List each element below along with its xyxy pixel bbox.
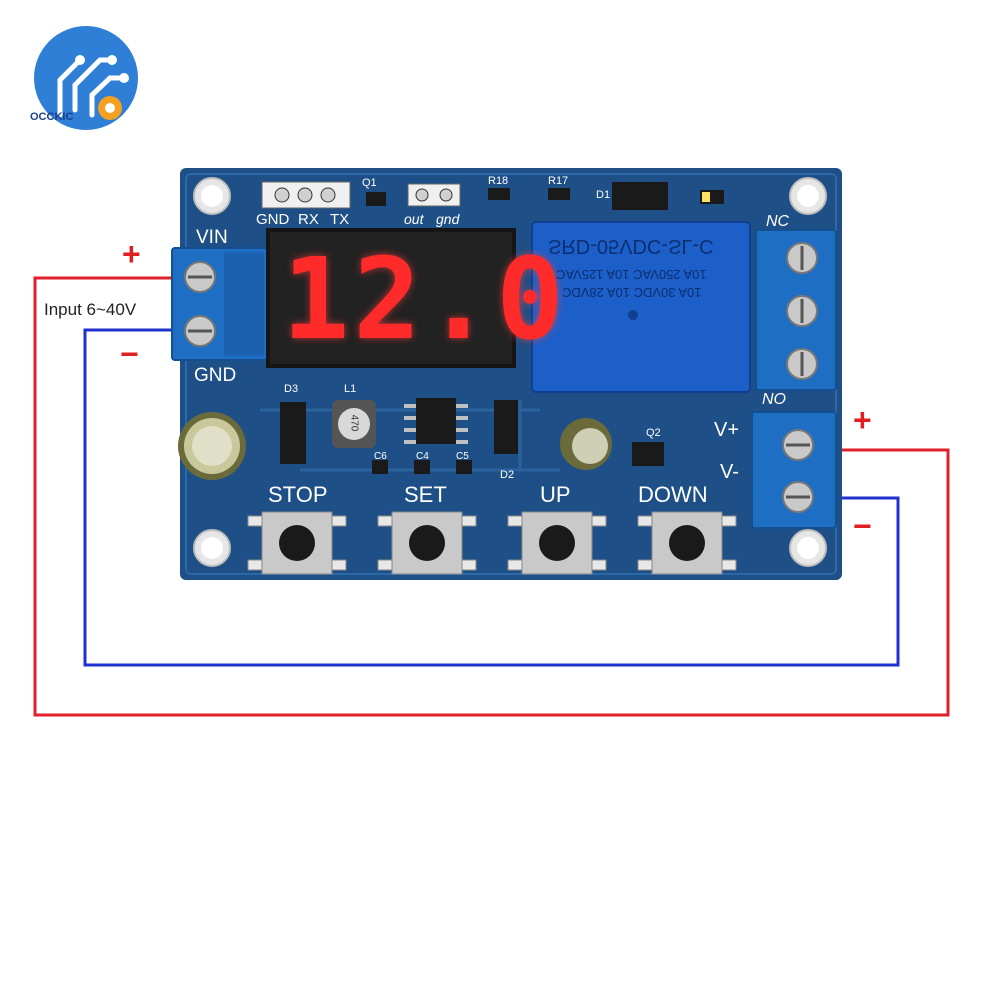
v-plus-label: V+ — [714, 419, 740, 441]
c5-label: C5 — [456, 451, 469, 462]
output-minus-sign: − — [853, 508, 872, 544]
down-button-label: DOWN — [638, 482, 708, 507]
d1-label: D1 — [596, 189, 611, 201]
relay-model: SRD-05VDC-SL-C — [548, 235, 714, 257]
positive-wire — [33, 276, 950, 717]
negative-wire — [83, 328, 900, 667]
q2-label: Q2 — [646, 427, 661, 439]
output-terminal-block — [751, 411, 837, 529]
q1-label: Q1 — [362, 177, 377, 189]
out-pin-label: out — [404, 211, 424, 227]
electrolytic-capacitor — [178, 412, 246, 480]
relay-rating-2: 10A 30VDC 10A 28VDC — [562, 285, 702, 300]
c6-label: C6 — [374, 451, 387, 462]
r18-label: R18 — [488, 175, 509, 187]
relay-terminal-block — [755, 229, 837, 391]
set-button-label: SET — [404, 482, 447, 507]
d2-label: D2 — [500, 469, 515, 481]
header-pins — [261, 181, 461, 209]
header-pin-gnd: GND — [256, 211, 290, 228]
header-pin-rx: RX — [298, 211, 319, 228]
occkic-logo — [34, 26, 138, 130]
relay-body — [531, 221, 751, 393]
out-gnd-pin-label: gnd — [436, 211, 460, 227]
nc-label: NC — [766, 213, 790, 230]
v-minus-label: V- — [720, 461, 739, 483]
relay-rating-1: 10A 250VAC 10A 125VAC — [556, 267, 707, 282]
display-value: 12.0 — [282, 235, 568, 365]
no-label: NO — [762, 391, 786, 408]
c4-label: C4 — [416, 451, 429, 462]
buzzer — [560, 418, 612, 470]
stop-button-label: STOP — [268, 482, 328, 507]
vin-label: VIN — [196, 227, 228, 248]
input-voltage-label: Input 6~40V — [42, 300, 139, 319]
l1-label: L1 — [344, 383, 357, 395]
input-minus-sign: − — [120, 336, 139, 372]
inductor-code: 470 — [348, 414, 360, 432]
input-plus-sign: + — [122, 236, 141, 272]
d3-label: D3 — [284, 383, 299, 395]
output-plus-sign: + — [853, 402, 872, 438]
r17-label: R17 — [548, 175, 569, 187]
up-button-label: UP — [540, 482, 571, 507]
header-pin-tx: TX — [330, 211, 350, 228]
logo-brand-text: OCCKIC — [30, 111, 74, 123]
gnd-label: GND — [194, 365, 237, 386]
input-terminal-block — [171, 247, 269, 361]
push-buttons — [261, 511, 723, 575]
